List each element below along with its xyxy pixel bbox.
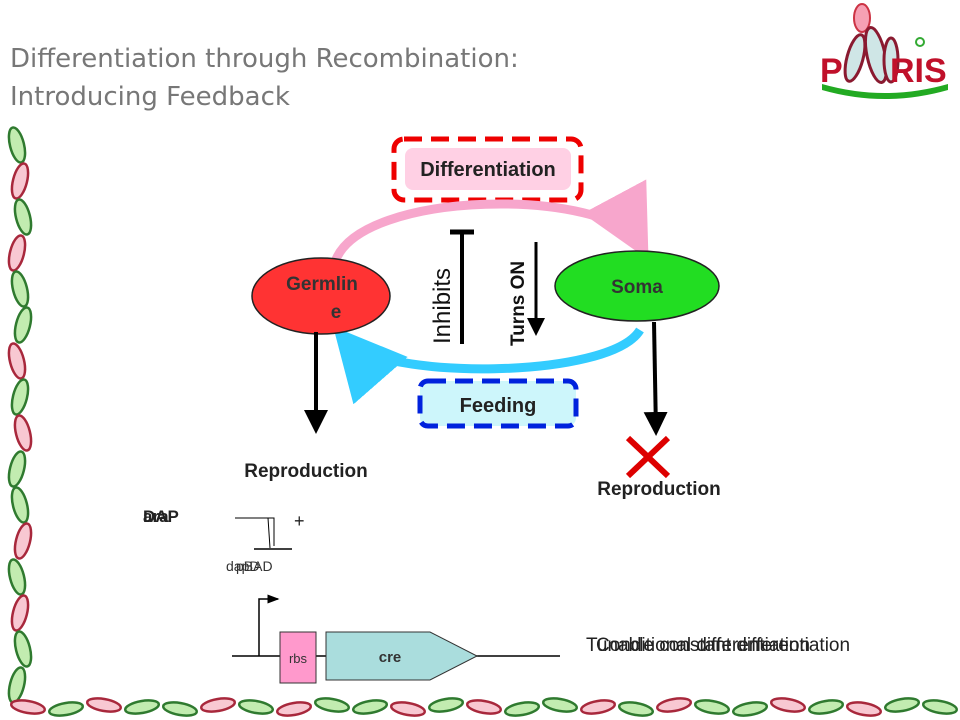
bacterium-icon <box>7 450 27 488</box>
bacterium-icon <box>161 701 199 717</box>
inducer-line <box>235 517 271 549</box>
bacterium-icon <box>731 701 769 717</box>
bacterium-icon <box>921 699 959 715</box>
blocked-cross-icon <box>625 435 671 479</box>
bacterium-icon <box>13 306 33 344</box>
input-label-dap: DAP <box>143 507 179 526</box>
bacterium-icon <box>13 522 33 560</box>
bacterium-icon <box>7 126 27 164</box>
bacterium-icon <box>199 697 237 713</box>
logo-text-right: RIS <box>890 52 947 90</box>
bacterium-icon <box>883 697 921 713</box>
caption-conditional: Conditional differentiation <box>596 635 810 656</box>
differentiation-label: Differentiation <box>420 159 556 181</box>
cre-label: cre <box>379 649 402 666</box>
logo-cell-icon <box>853 3 871 33</box>
logo-text-left: P <box>820 52 843 90</box>
bacterium-icon <box>13 630 33 668</box>
feeding-arrow <box>333 326 644 405</box>
logo-leaf-icon <box>822 84 948 99</box>
reproduction-arrow-right <box>643 321 668 436</box>
bacterium-icon <box>655 697 693 713</box>
germline-label-line-1: Germlin <box>286 274 358 295</box>
input-label-ara: ara <box>143 507 169 526</box>
bacterium-icon <box>10 378 30 416</box>
bacterium-icon <box>10 486 30 524</box>
genetic-circuit: DAP ara + dapD pBAD rbs cre Tunable cons… <box>143 507 850 684</box>
promoter-label-pbad: pBAD <box>236 558 273 574</box>
bacterium-icon <box>7 342 27 380</box>
bacterium-icon <box>389 701 427 717</box>
bacterium-icon <box>7 666 27 704</box>
germline-cell <box>251 257 391 335</box>
feeding-box <box>417 378 579 429</box>
bacterium-icon <box>7 234 27 272</box>
bacterium-icon <box>617 701 655 717</box>
cre-gene <box>325 631 479 681</box>
germline-label-line-2: e <box>331 302 342 323</box>
differentiation-arrow <box>330 179 649 264</box>
bacterium-icon <box>275 701 313 717</box>
bacterium-icon <box>123 699 161 715</box>
slide-title-line-1: Differentiation through Recombination: <box>10 44 519 74</box>
caption-constant: Tunable constant differentiation <box>586 635 850 656</box>
bacterium-icon <box>47 701 85 717</box>
bacterium-icon <box>503 701 541 717</box>
bacterium-icon <box>351 699 389 715</box>
turns-on-label: Turns ON <box>508 261 529 346</box>
rbs-block <box>279 631 317 684</box>
logo-cell-icon <box>882 36 900 84</box>
differentiation-box <box>405 148 571 190</box>
bacterium-icon <box>10 594 30 632</box>
bacterium-icon <box>465 699 503 715</box>
slide-title-line-2: Introducing Feedback <box>10 82 290 112</box>
bacterium-icon <box>13 198 33 236</box>
inducer-line <box>235 517 275 546</box>
plus-sign: + <box>294 511 305 531</box>
bacterium-icon <box>7 558 27 596</box>
differentiation-box-border <box>391 136 584 203</box>
bacterium-icon <box>10 162 30 200</box>
bacterium-icon <box>769 697 807 713</box>
reproduction-label-left: Reproduction <box>244 461 368 482</box>
bacterium-icon <box>85 697 123 713</box>
soma-cell <box>554 250 720 322</box>
bacteria-border-bottom <box>9 697 959 717</box>
feeding-label: Feeding <box>460 395 537 417</box>
promoter-arrow-icon <box>258 594 280 656</box>
inhibits-label: Inhibits <box>429 268 456 344</box>
bacterium-icon <box>13 414 33 452</box>
slide-title: Differentiation through Recombination: I… <box>10 40 710 116</box>
rbs-label: rbs <box>289 651 308 666</box>
bacterium-icon <box>845 701 883 717</box>
promoter-label-dapd: dapD <box>226 558 259 574</box>
bacterium-icon <box>427 697 465 713</box>
reproduction-label-right: Reproduction <box>597 479 721 500</box>
soma-label: Soma <box>611 277 663 298</box>
bacterium-icon <box>313 697 351 713</box>
bacterium-icon <box>10 270 30 308</box>
bacteria-border-left <box>7 126 33 704</box>
bacterium-icon <box>541 697 579 713</box>
paris-logo: P RIS <box>820 3 948 99</box>
logo-cell-icon <box>843 33 867 83</box>
bacterium-icon <box>807 699 845 715</box>
bacterium-icon <box>237 699 275 715</box>
bacterium-icon <box>693 699 731 715</box>
logo-sun-icon <box>915 37 925 47</box>
bacterium-icon <box>9 699 47 715</box>
bacterium-icon <box>579 699 617 715</box>
